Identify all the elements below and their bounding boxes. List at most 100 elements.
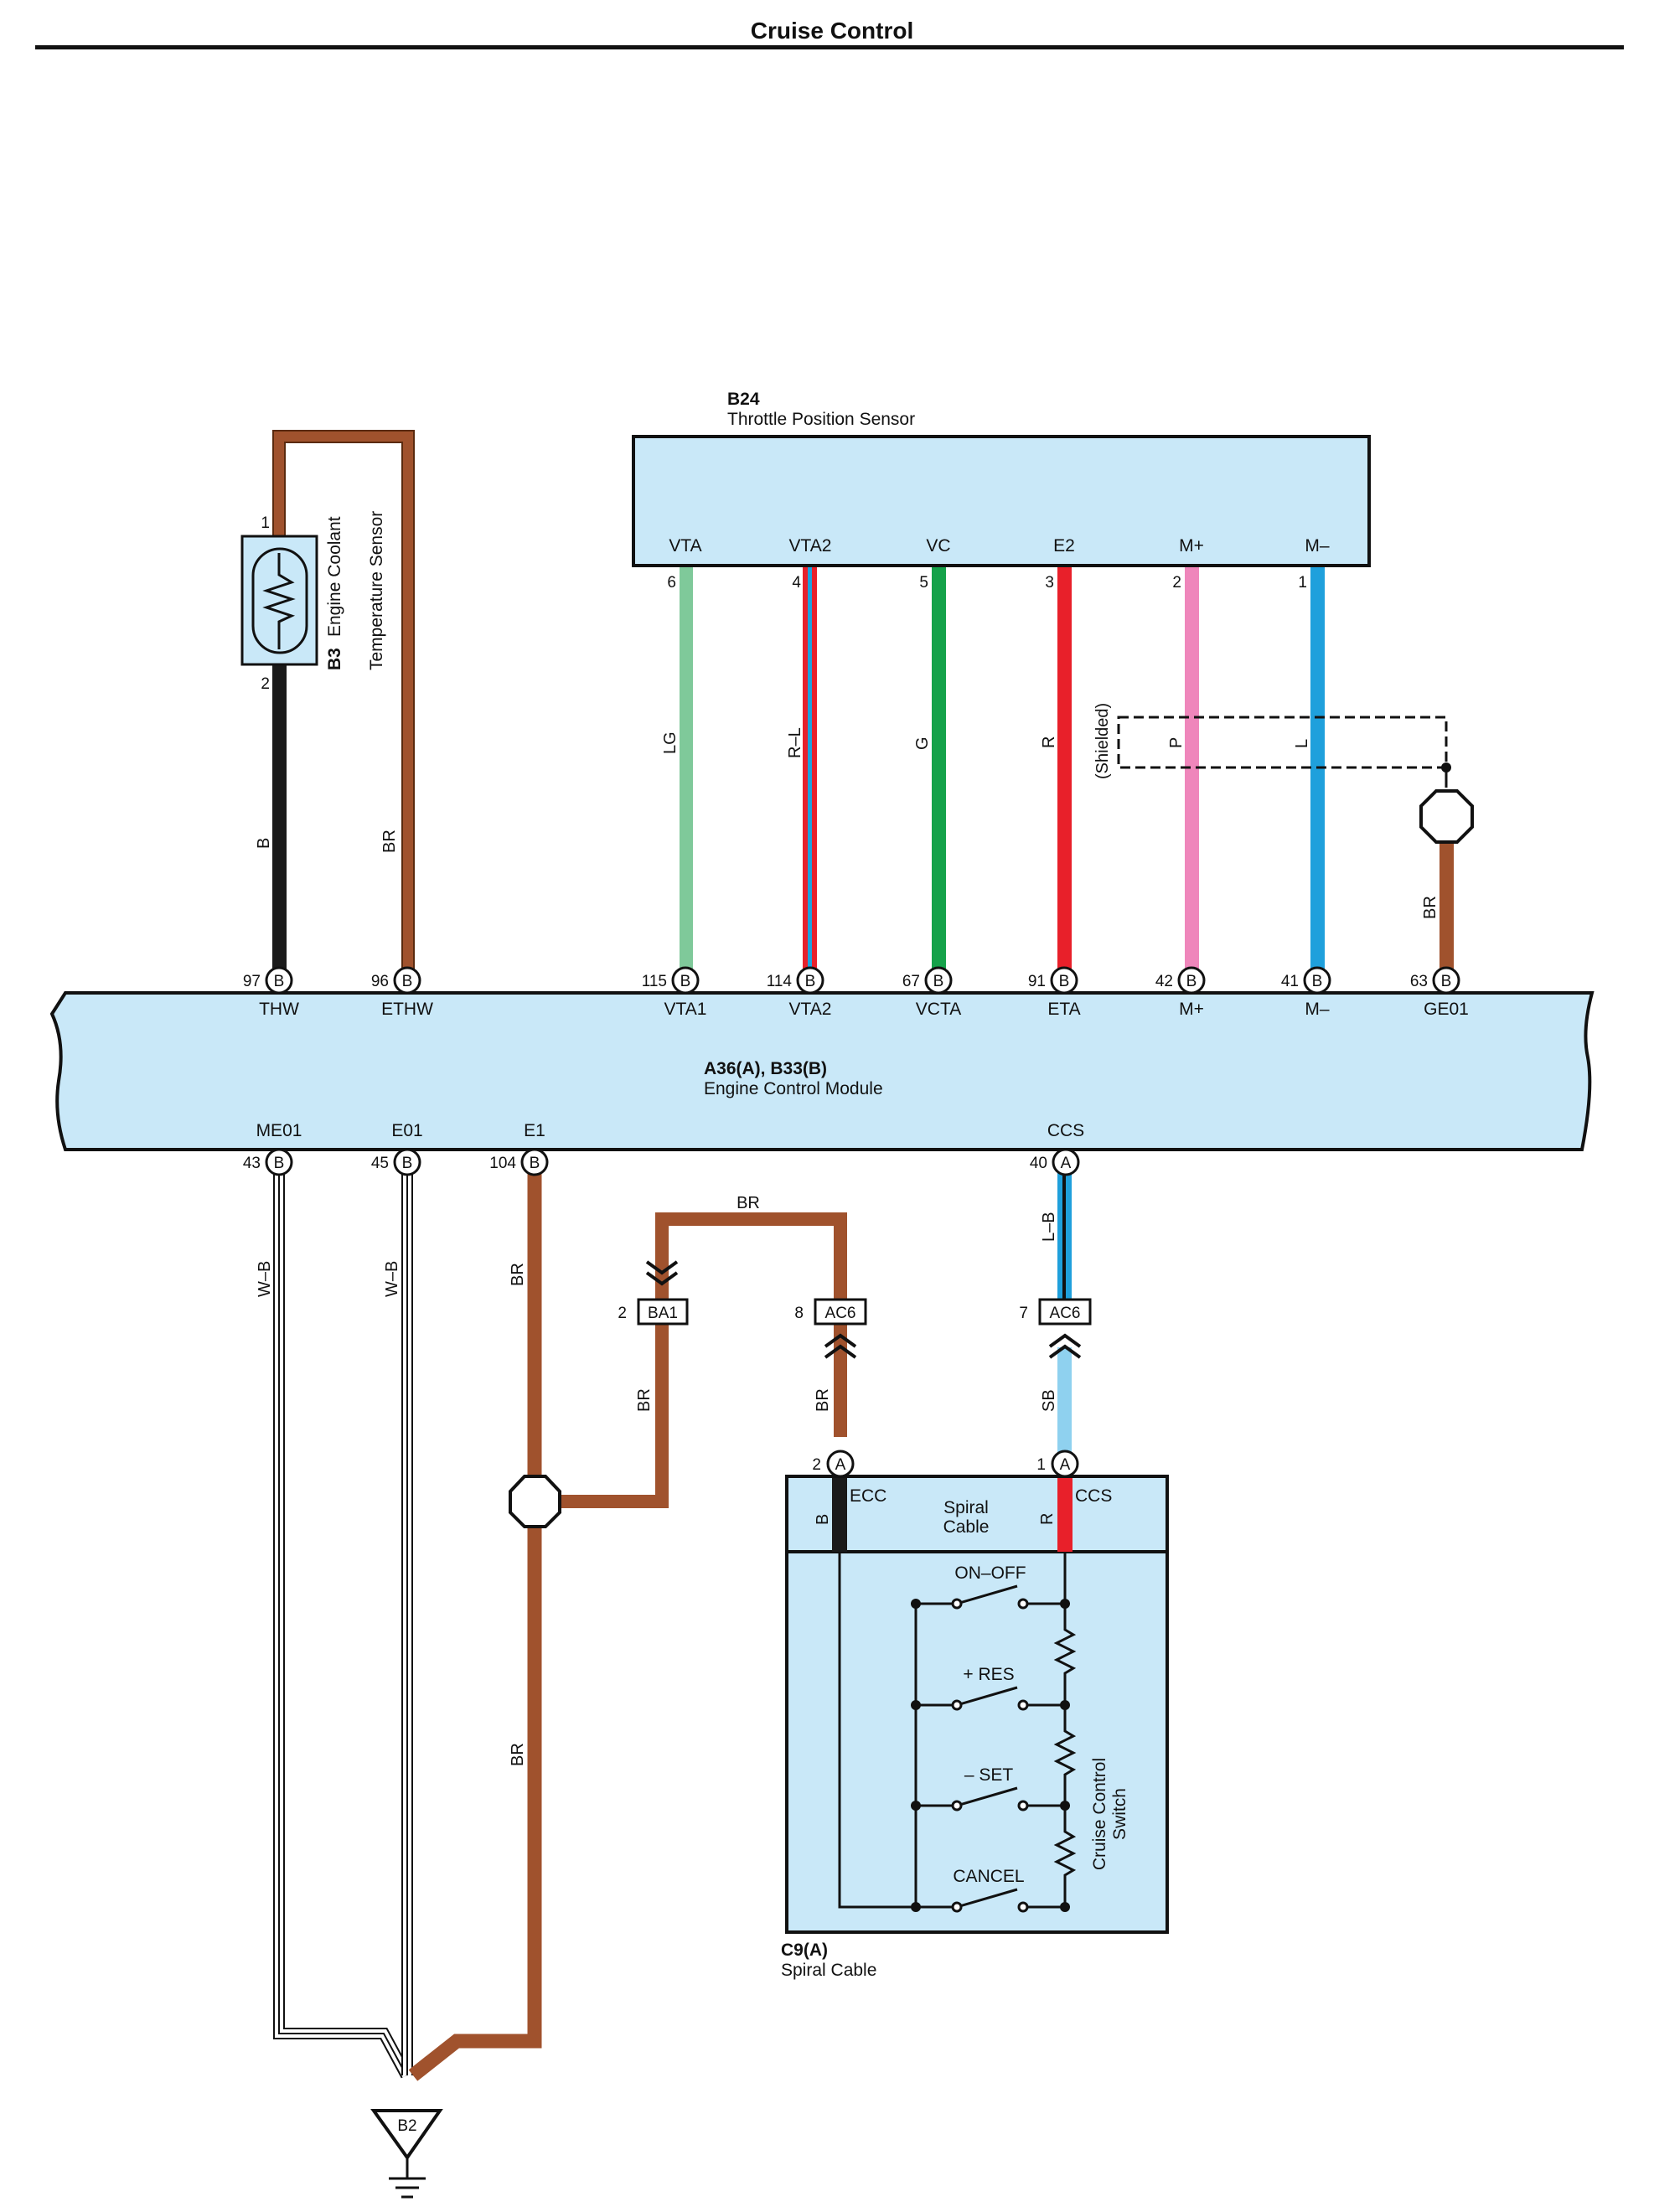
inline-connectors: BA1 2 AC6 8 AC6 7 (618, 1260, 1092, 1359)
ecm-pin-45: 45 (371, 1155, 389, 1172)
ba1-chevron-icon (645, 1260, 679, 1286)
c9-name: Spiral Cable (781, 1961, 876, 1980)
ecm-pin-marker-43 (265, 1148, 293, 1176)
junction-dot (911, 1902, 921, 1912)
ba1-box (637, 1298, 689, 1326)
cruise-switch-circuit (838, 1552, 1077, 1909)
junction-dots (911, 1599, 1070, 1912)
ecm-terminal-thw: THW (259, 1000, 299, 1019)
e1-wire-label: BR (509, 1263, 527, 1286)
ecm-pin-marker-104 (520, 1148, 549, 1176)
contact-set-b (1017, 1800, 1029, 1811)
b24-pin-vta: 6 (667, 574, 676, 592)
b3-name-line2: Temperature Sensor (367, 511, 386, 670)
ecm-pin-115: 115 (642, 973, 667, 990)
b24-pin-m-plus: 2 (1172, 574, 1181, 592)
switch-label-on-off: ON–OFF (954, 1563, 1026, 1583)
spiral-label-line1: Spiral (943, 1498, 989, 1517)
ac6-pin8-box (814, 1298, 867, 1326)
b24-terminal-m-minus: M– (1305, 536, 1329, 556)
ecm-pin-marker-40 (1052, 1148, 1080, 1176)
b24-code: B24 (727, 390, 760, 409)
e1-jumper-wire (560, 1212, 847, 1508)
ecm-pin-40: 40 (1030, 1155, 1047, 1172)
ecm-pin-conn-97: B (274, 973, 285, 990)
b24-terminal-vta: VTA (669, 536, 701, 556)
m-plus-wire-label: P (1167, 737, 1186, 748)
me01-wire-label: W–B (256, 1261, 274, 1297)
resistor-2 (1053, 1705, 1077, 1806)
ecm-pin-conn-104: B (530, 1155, 540, 1172)
thw-wire (272, 662, 287, 974)
c9-pin-1: 1 (1036, 1456, 1046, 1474)
c9-pin-marker-2 (826, 1450, 855, 1478)
thermistor-icon (251, 547, 308, 654)
junction-dot (911, 1700, 921, 1710)
jumper-wire-label: BR (737, 1194, 760, 1212)
junction-dot (1060, 1599, 1070, 1609)
switch-label-cancel: CANCEL (953, 1867, 1024, 1886)
me01-wire (275, 1163, 411, 2078)
ac6-pin7-box (1038, 1298, 1092, 1326)
ecm-pin-conn-67: B (933, 973, 944, 990)
ecm-pin-63: 63 (1410, 973, 1428, 990)
m-plus-wire (1185, 566, 1199, 974)
ecm-pin-conn-40: A (1061, 1155, 1072, 1172)
switch-blade-on-off (956, 1584, 1018, 1605)
junction-dot (1060, 1700, 1070, 1710)
ethw-wire-label: BR (380, 830, 399, 853)
shield-ground-splice (1419, 789, 1474, 844)
ecm-pin-conn-96: B (402, 973, 413, 990)
ecm-terminal-e01: E01 (391, 1121, 422, 1140)
ecc-internal-wire (838, 1552, 916, 1909)
ecm-code: A36(A), B33(B) (704, 1059, 827, 1078)
junction-dot (911, 1801, 921, 1811)
c9-pin-2: 2 (812, 1456, 821, 1474)
ge01-wire-label: BR (1421, 896, 1439, 919)
ecm-lower-harness: W–B W–B BR BR BR BR BR L–B SB (256, 1163, 1072, 2081)
b3-pin-1: 1 (261, 514, 270, 532)
ecm-pin-104: 104 (489, 1155, 516, 1172)
ethw-wire (274, 432, 413, 974)
ecm-pin-conn-41: B (1312, 973, 1323, 990)
ac6-down-wire-label: BR (814, 1388, 832, 1412)
ecm-pin-marker-45 (393, 1148, 421, 1176)
ac6-pin7-pin: 7 (1019, 1305, 1028, 1322)
contact-cancel-b (1017, 1901, 1029, 1913)
ba1-down-wire-label: BR (635, 1388, 654, 1412)
switch-name-line1: Cruise Control (1090, 1758, 1109, 1870)
switch-label-set: – SET (964, 1765, 1014, 1785)
ecm-body (49, 991, 1595, 1151)
ccs-wire-lower (1057, 1347, 1072, 1452)
vta2-wire-label: R–L (786, 727, 804, 758)
shielded-label: (Shielded) (1093, 703, 1112, 779)
ecm-pin-42: 42 (1155, 973, 1173, 990)
ccs-wire-tracer (1062, 1173, 1066, 1299)
ba1-label: BA1 (648, 1305, 678, 1322)
connector-ac6-pin7: AC6 7 (1019, 1298, 1092, 1359)
vta2-wire-tracer (808, 566, 812, 974)
ecm-pin-96: 96 (371, 973, 389, 990)
b24-body (632, 435, 1371, 567)
contact-on-off-a (951, 1598, 963, 1610)
sb-wire-label: SB (1040, 1389, 1058, 1412)
resistor-zigzag (262, 553, 296, 649)
c9-spiral-cable: A 2 A 1 ECC CCS B R Spiral Cable (781, 1450, 1169, 1980)
ground-label: B2 (397, 2117, 416, 2135)
ecm-pin-conn-91: B (1059, 973, 1070, 990)
ecm-terminal-m-minus: M– (1305, 1000, 1329, 1019)
ecm-pin-marker-42 (1177, 966, 1206, 995)
ac6-pin8-chevron-icon (824, 1333, 857, 1359)
connector-ba1: BA1 2 (618, 1260, 689, 1326)
junction-dot (1060, 1801, 1070, 1811)
c9-pin-conn-1: A (1060, 1456, 1071, 1474)
ecm-terminal-m-plus: M+ (1179, 1000, 1204, 1019)
ground-b2: B2 (370, 2109, 443, 2199)
ecm-terminal-e1: E1 (524, 1121, 545, 1140)
ecc-wire (832, 1478, 847, 1552)
b24-pin-m-minus: 1 (1298, 574, 1307, 592)
c9-pin-marker-1 (1051, 1450, 1079, 1478)
m-minus-wire-label: L (1293, 739, 1311, 748)
ecm-pin-43: 43 (243, 1155, 261, 1172)
